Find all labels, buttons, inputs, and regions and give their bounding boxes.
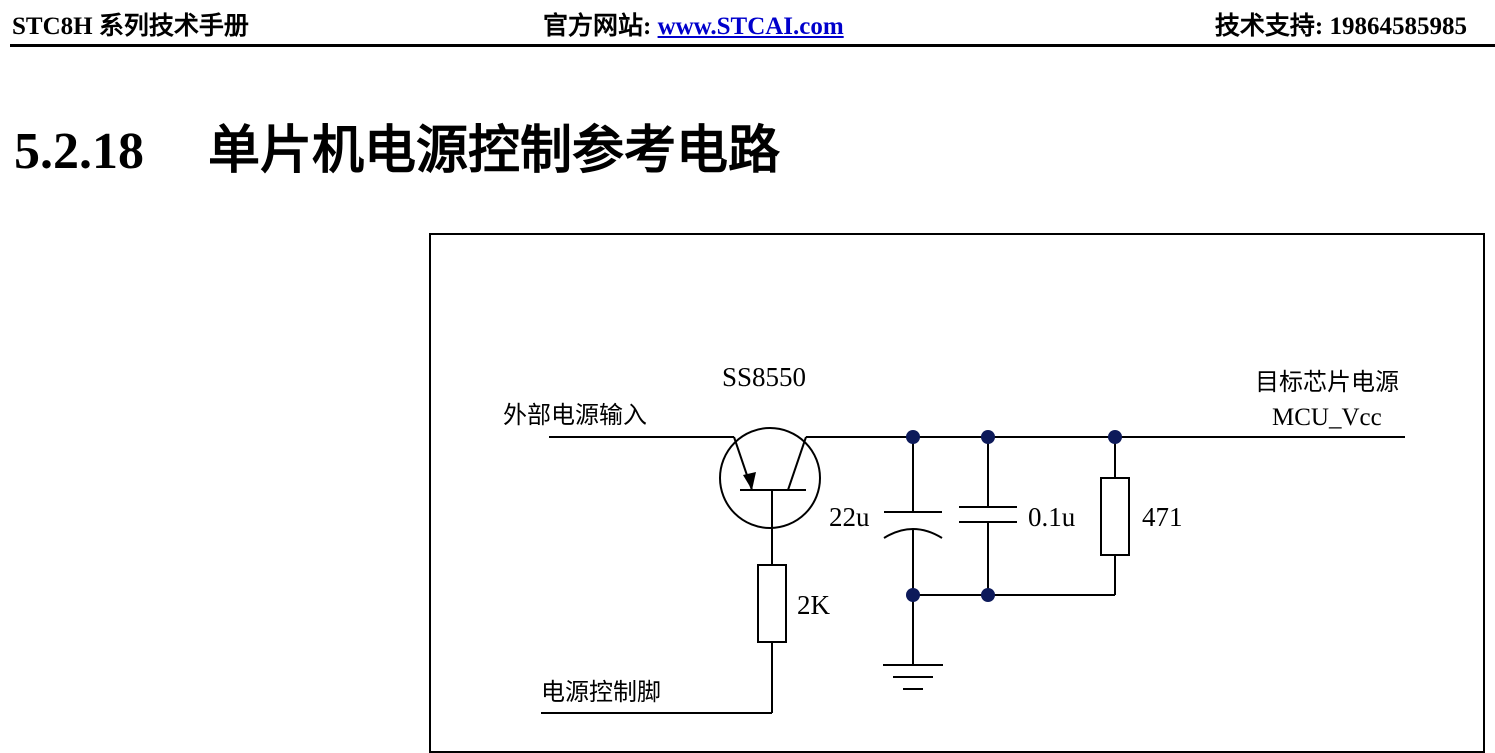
cap2-label: 0.1u	[1028, 502, 1076, 532]
output-label-vcc: MCU_Vcc	[1272, 404, 1382, 431]
junction-dot	[906, 430, 920, 444]
control-pin-label: 电源控制脚	[541, 678, 661, 706]
input-label: 外部电源输入	[503, 401, 647, 429]
section-title: 单片机电源控制参考电路	[208, 123, 781, 180]
page-header: STC8H 系列技术手册 官方网站: www.STCAI.com 技术支持: 1…	[0, 0, 1495, 47]
resistor-471-label: 471	[1142, 502, 1183, 532]
section-heading: 5.2.18 单片机电源控制参考电路	[14, 108, 780, 183]
website-label: 官方网站:	[543, 13, 658, 40]
base-resistor	[757, 564, 787, 643]
section-number: 5.2.18	[14, 123, 144, 180]
junction-dot	[981, 430, 995, 444]
junction-dot	[981, 588, 995, 602]
cap1-label: 22u	[829, 502, 870, 532]
header-divider	[10, 44, 1495, 47]
support-contact: 技术支持: 19864585985	[1214, 13, 1467, 40]
manual-title: STC8H 系列技术手册	[12, 13, 249, 40]
junction-dot	[1108, 430, 1122, 444]
junction-dot	[906, 588, 920, 602]
output-label-cn: 目标芯片电源	[1255, 368, 1399, 396]
website-link[interactable]: www.STCAI.com	[657, 13, 844, 40]
website-info: 官方网站: www.STCAI.com	[543, 6, 844, 42]
transistor-body	[719, 427, 821, 529]
emitter-arrow-icon	[743, 472, 756, 490]
resistor-471	[1100, 477, 1130, 556]
transistor-collector	[787, 436, 807, 491]
transistor-label: SS8550	[722, 362, 806, 392]
resistor-2k-label: 2K	[797, 590, 831, 620]
